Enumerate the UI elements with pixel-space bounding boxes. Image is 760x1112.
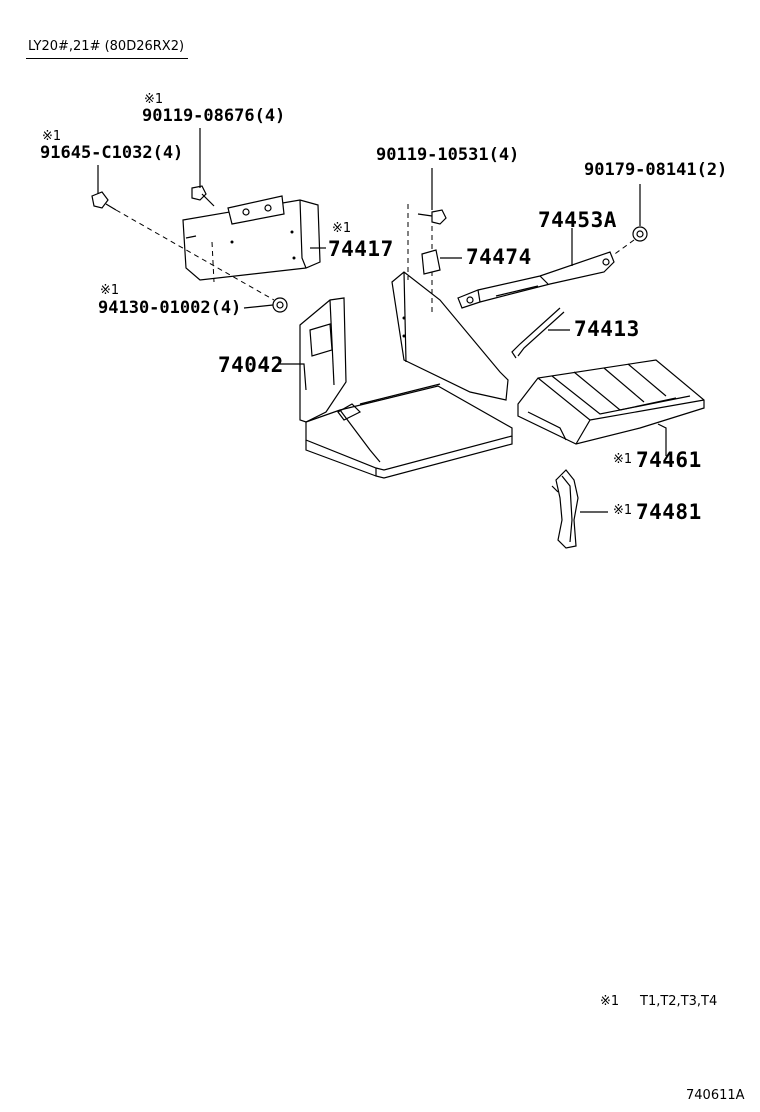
leader-74042 — [280, 363, 307, 391]
part-label-74042: 74042 — [218, 353, 284, 377]
bracket-74417 — [182, 195, 321, 283]
part-label-74417: 74417 — [328, 237, 394, 261]
dashed-alignment-nut — [611, 239, 635, 257]
part-label-90119-08676: 90119-08676(4) — [142, 106, 286, 126]
clip-74481 — [551, 469, 579, 549]
note-mark-74417: ※1 — [332, 221, 352, 236]
part-label-90119-10531: 90119-10531(4) — [376, 145, 520, 165]
part-label-94130-01002: 94130-01002(4) — [98, 298, 242, 318]
bolt-90119-08676 — [191, 185, 215, 207]
note-mark-74461: ※1 — [613, 452, 633, 467]
rod-74413 — [511, 307, 565, 359]
part-label-74453a: 74453A — [538, 208, 617, 232]
footnote-mark: ※1 — [600, 994, 620, 1009]
bolt-91645-c1032 — [91, 191, 117, 211]
part-label-74481: 74481 — [636, 500, 702, 524]
nut-90179-08141 — [632, 226, 648, 242]
header-underline — [26, 58, 188, 59]
cover-74461 — [517, 359, 705, 445]
figure-id: 740611A — [686, 1088, 745, 1103]
part-label-91645-c1032: 91645-C1032(4) — [40, 143, 184, 163]
note-mark-74481: ※1 — [613, 503, 633, 518]
clamp-74453a — [457, 251, 615, 309]
dashed-alignment-left — [115, 209, 275, 301]
part-label-74461: 74461 — [636, 448, 702, 472]
part-label-90179-08141: 90179-08141(2) — [584, 160, 728, 180]
part-label-74413: 74413 — [574, 317, 640, 341]
footnote-text: T1,T2,T3,T4 — [640, 994, 718, 1009]
note-mark-90119-08676: ※1 — [144, 92, 164, 107]
note-mark-94130-01002: ※1 — [100, 283, 120, 298]
note-mark-91645-c1032: ※1 — [42, 129, 62, 144]
pad-74474 — [421, 249, 441, 275]
battery-tray-74042 — [299, 271, 513, 479]
model-code-header: LY20#,21# (80D26RX2) — [28, 39, 185, 54]
part-label-74474: 74474 — [466, 245, 532, 269]
bolt-90119-10531 — [417, 209, 447, 225]
nut-94130-01002 — [272, 297, 288, 313]
leader-94130-01002 — [243, 304, 274, 309]
leader-74461 — [657, 423, 667, 456]
